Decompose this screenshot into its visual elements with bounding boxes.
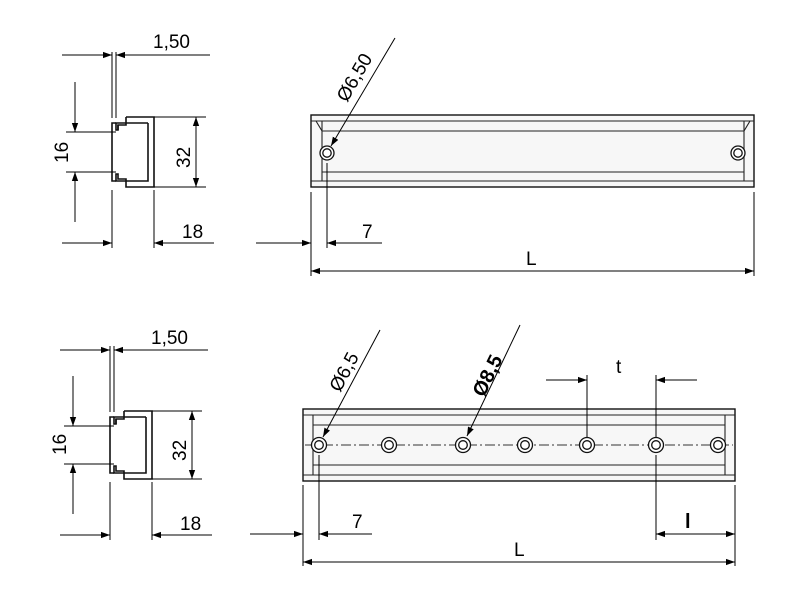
bottom-slot-diameter-label: Ø8,5 [469,352,508,401]
bottom-profile-section: 1,50 16 32 18 [50,328,212,540]
bottom-pitch-label: t [616,357,622,378]
top-profile-section: 1,50 16 32 18 [52,32,214,248]
top-thickness-label: 1,50 [153,32,190,53]
top-c-profile-inner [111,122,149,182]
top-width-label: 18 [182,222,203,243]
bottom-thickness-label: 1,50 [151,328,188,349]
top-edge-offset-label: 7 [362,222,373,243]
bottom-end-offset-label: l [685,511,691,533]
bottom-outer-height-label: 32 [170,440,191,461]
top-outer-height-label: 32 [174,147,195,168]
bottom-width-label: 18 [180,514,201,535]
top-rail-view: Ø6,50 7 L [256,37,755,276]
top-hole-diameter-label: Ø6,50 [333,50,377,105]
bottom-inner-height-label: 16 [50,434,71,455]
top-rail-body [310,114,755,188]
bottom-length-label: L [514,540,525,561]
bottom-rail-holes [310,436,727,454]
bottom-rail-view: Ø6,5 Ø8,5 t 7 l L [250,324,736,566]
top-inner-height-label: 16 [52,142,73,163]
bottom-c-profile-inner [109,416,147,474]
bottom-hole-diameter-label: Ø6,5 [326,349,364,395]
bottom-edge-offset-label: 7 [352,512,363,533]
top-length-label: L [526,249,537,270]
